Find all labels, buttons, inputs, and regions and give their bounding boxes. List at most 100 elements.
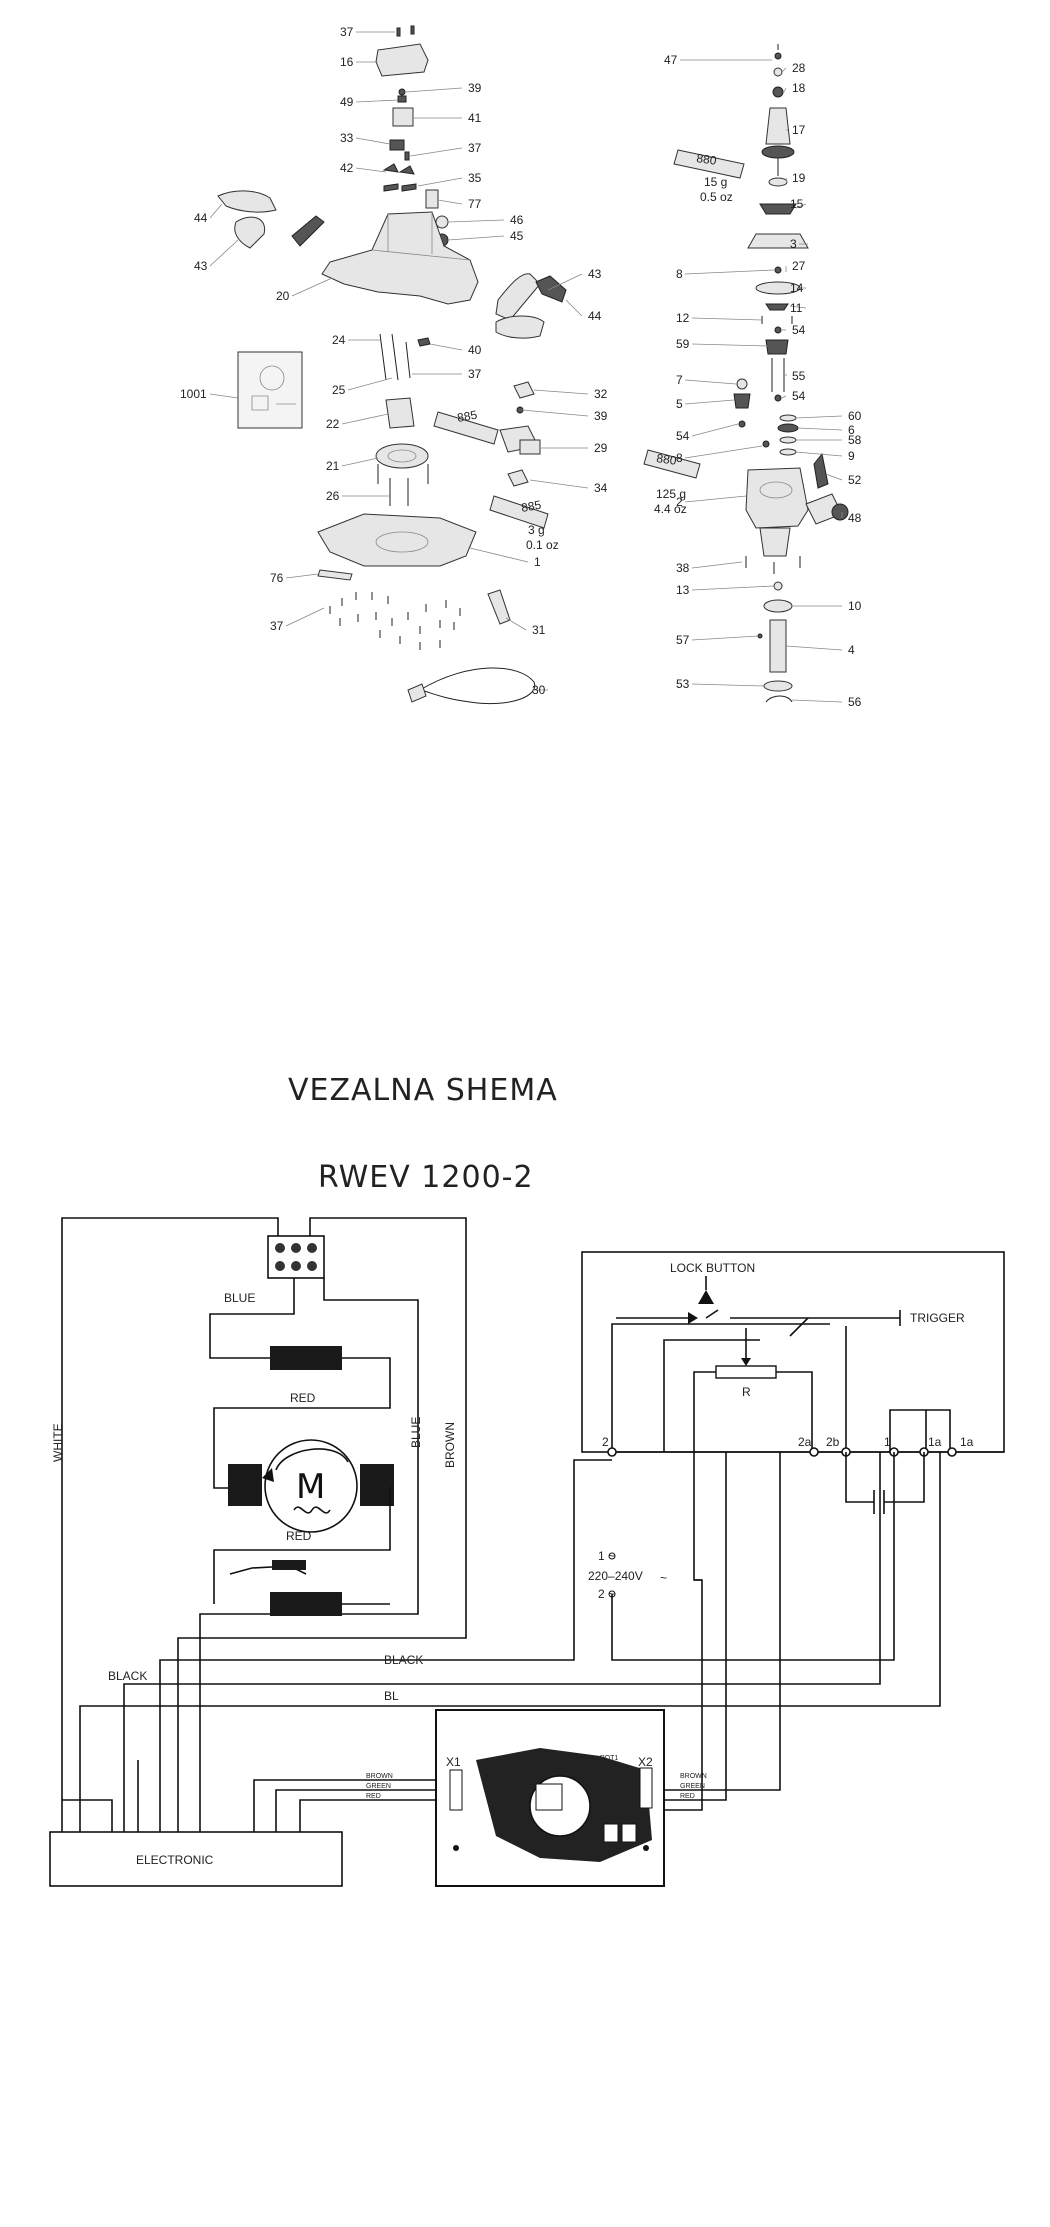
left-part-leader-21 (209, 393, 239, 399)
part-29b (519, 439, 541, 455)
grease-880-top-label: 880 (696, 151, 718, 168)
supply-pin-1: 1 ~ (598, 1549, 615, 1563)
left-part-leader-8 (417, 177, 463, 187)
right-part-label-54: 54 (792, 389, 806, 403)
part-22 (385, 397, 415, 429)
supply-voltage: 220–240V (588, 1569, 643, 1583)
part-armature-17 (765, 107, 791, 145)
left-part-leader-7 (355, 167, 387, 173)
part-60 (779, 414, 797, 422)
part-59 (765, 339, 789, 355)
right-part-label-52: 52 (848, 473, 862, 487)
left-part-label-22: 22 (326, 417, 340, 431)
left-part-leader-23 (521, 409, 589, 417)
pcb-pot-label: POT1 (600, 1755, 618, 1762)
grease-885-b-label: 885 (520, 498, 542, 515)
right-part-leader-24 (825, 473, 843, 481)
left-part-leader-5 (355, 137, 391, 145)
part-77 (425, 189, 439, 209)
left-part-label-37: 37 (468, 367, 482, 381)
right-part-leader-23 (684, 445, 763, 459)
right-part-label-10: 10 (848, 599, 862, 613)
supply-tilde: ~ (660, 1571, 667, 1585)
right-part-label-57: 57 (676, 633, 690, 647)
pcb-left-red: RED (366, 1793, 381, 1800)
left-part-label-42: 42 (340, 161, 354, 175)
right-part-label-19: 19 (792, 171, 806, 185)
switch-box (581, 1251, 1005, 1453)
right-part-leader-20 (691, 423, 739, 437)
brush-left (228, 1464, 262, 1506)
resistor (715, 1365, 777, 1379)
right-part-leader-2 (783, 87, 787, 93)
left-part-label-33: 33 (340, 131, 354, 145)
part-46 (435, 215, 449, 229)
terminal-2a: 2a (798, 1435, 812, 1449)
right-part-label-9: 9 (848, 449, 855, 463)
right-part-label-8: 8 (676, 451, 683, 465)
part-38 (745, 556, 801, 574)
left-part-label-43: 43 (194, 259, 208, 273)
right-part-label-17: 17 (792, 123, 806, 137)
left-part-label-26: 26 (326, 489, 340, 503)
right-part-label-48: 48 (848, 511, 862, 525)
left-part-label-37: 37 (468, 141, 482, 155)
left-part-label-37: 37 (270, 619, 284, 633)
right-part-label-47: 47 (664, 53, 678, 67)
left-part-label-37: 37 (340, 25, 354, 39)
part-cap-16 (375, 43, 429, 77)
wiring-model: RWEV 1200-2 (318, 1160, 534, 1195)
exploded-view-right (643, 44, 849, 703)
left-part-label-32: 32 (594, 387, 608, 401)
wire-label-blue-side: BLUE (409, 1417, 423, 1448)
grease-tube-885-a (433, 411, 499, 445)
grease-885-a-label: 885 (456, 408, 478, 425)
lock-button-icon[interactable] (698, 1290, 714, 1304)
terminal-2b: 2b (826, 1435, 840, 1449)
part-7 (736, 378, 748, 390)
right-part-label-18: 18 (792, 81, 806, 95)
part-26 (389, 478, 409, 506)
left-part-leader-2 (405, 87, 463, 93)
right-part-label-53: 53 (676, 677, 690, 691)
right-part-label-55: 55 (792, 369, 806, 383)
motor-symbol (264, 1439, 358, 1533)
left-part-label-77: 77 (468, 197, 482, 211)
exploded-view-left (217, 25, 567, 705)
wiring-diagram: M (49, 1217, 1005, 1887)
left-part-labels: 3716394941333742357746454443204344244037… (180, 25, 608, 697)
part-47 (774, 52, 782, 60)
right-part-label-8: 8 (676, 267, 683, 281)
terminal-block (267, 1235, 325, 1279)
motor-letter: M (296, 1467, 325, 1507)
right-part-leader-30 (691, 635, 759, 641)
left-part-label-1: 1 (534, 555, 541, 569)
part-13 (773, 581, 783, 591)
part-base-1 (317, 513, 477, 567)
part-34 (507, 469, 529, 487)
grease-tube-880-mid (643, 449, 701, 479)
left-part-leader-15 (547, 273, 583, 291)
pcb-left-green: GREEN (366, 1783, 391, 1790)
terminal-1: 1 (884, 1435, 891, 1449)
part-54a (774, 326, 782, 334)
right-part-label-14: 14 (790, 281, 804, 295)
pcb-left-brown: BROWN (366, 1773, 393, 1780)
part-39 (398, 88, 406, 96)
left-part-leader-27 (529, 479, 589, 489)
trigger-label: TRIGGER (910, 1311, 965, 1325)
electronic-box (49, 1831, 343, 1887)
part-43-right (495, 273, 541, 321)
right-part-leader-32 (691, 683, 765, 687)
right-part-label-3: 3 (790, 237, 797, 251)
pcb-right-red: RED (680, 1793, 695, 1800)
left-part-leader-29 (469, 547, 529, 563)
part-44-left (217, 190, 277, 213)
pcb-right-green: GREEN (680, 1783, 705, 1790)
left-part-label-39: 39 (594, 409, 608, 423)
right-part-leader-4 (785, 177, 788, 183)
pcb-x1: X1 (446, 1755, 461, 1769)
part-37c (404, 151, 410, 161)
left-part-label-16: 16 (340, 55, 354, 69)
